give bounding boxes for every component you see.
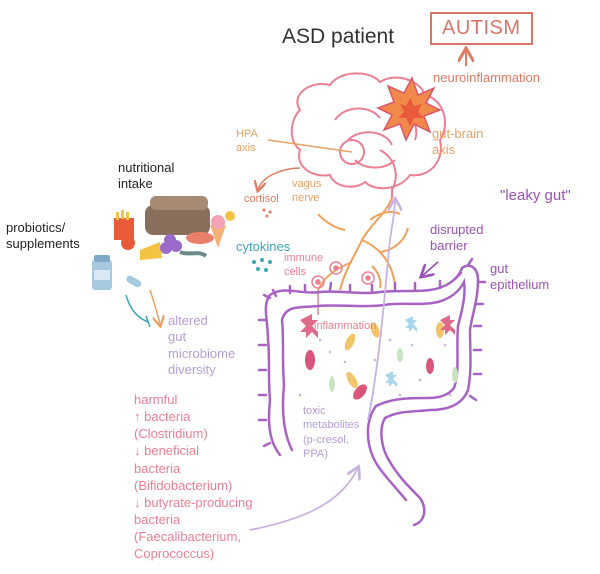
page-title: ASD patient [282, 25, 395, 48]
cortisol-label: cortisol [244, 193, 279, 205]
cortisol-arrow [258, 167, 301, 190]
bacteria-to-metabolites-arrow [249, 468, 358, 531]
metabolites-to-brain-arrow [367, 200, 395, 421]
cytokines-dots [252, 258, 272, 272]
vagus-nerve [317, 197, 409, 291]
immune-cells-label: immune cells [284, 252, 324, 278]
gut-brain-axis-label: gut-brain axis [432, 126, 484, 158]
inhibit-bar [145, 315, 151, 328]
gut-epithelium [257, 257, 487, 527]
leaky-gut-label: "leaky gut" [500, 187, 571, 204]
inflammation-label: inflammation [314, 320, 377, 332]
hpa-axis-label: HPA axis [236, 128, 258, 154]
food-arrow [149, 289, 160, 325]
neuroinflammation-label: neuroinflammation [433, 70, 540, 85]
vagus-nerve-label: vagus nerve [292, 178, 322, 204]
gut-bacteria [298, 314, 458, 412]
autism-box: AUTISM [430, 12, 533, 45]
altered-microbiome-label: altered gut microbiome diversity [168, 313, 236, 377]
food-icon [114, 196, 235, 260]
nutritional-intake-label: nutritional intake [118, 160, 175, 192]
probiotics-label: probiotics/ supplements [6, 220, 80, 252]
disrupted-barrier-label: disrupted barrier [430, 222, 484, 254]
disrupted-barrier-arrow [422, 261, 439, 276]
gut-epithelium-label: gut epithelium [490, 261, 550, 293]
cortisol-dots [262, 208, 272, 218]
hpa-axis-line [267, 139, 353, 153]
cytokines-label: cytokines [236, 239, 291, 254]
probiotics-arrow [125, 294, 149, 323]
bacteria-changes-label: harmful ↑ bacteria (Clostridium) ↓ benef… [134, 392, 253, 562]
immune-cells-icon [311, 261, 375, 289]
toxic-metabolites-label: toxic metabolites (p-cresol, PPA) [303, 405, 360, 460]
neuroinflammation-icon [376, 76, 442, 142]
probiotics-icon [92, 255, 142, 290]
